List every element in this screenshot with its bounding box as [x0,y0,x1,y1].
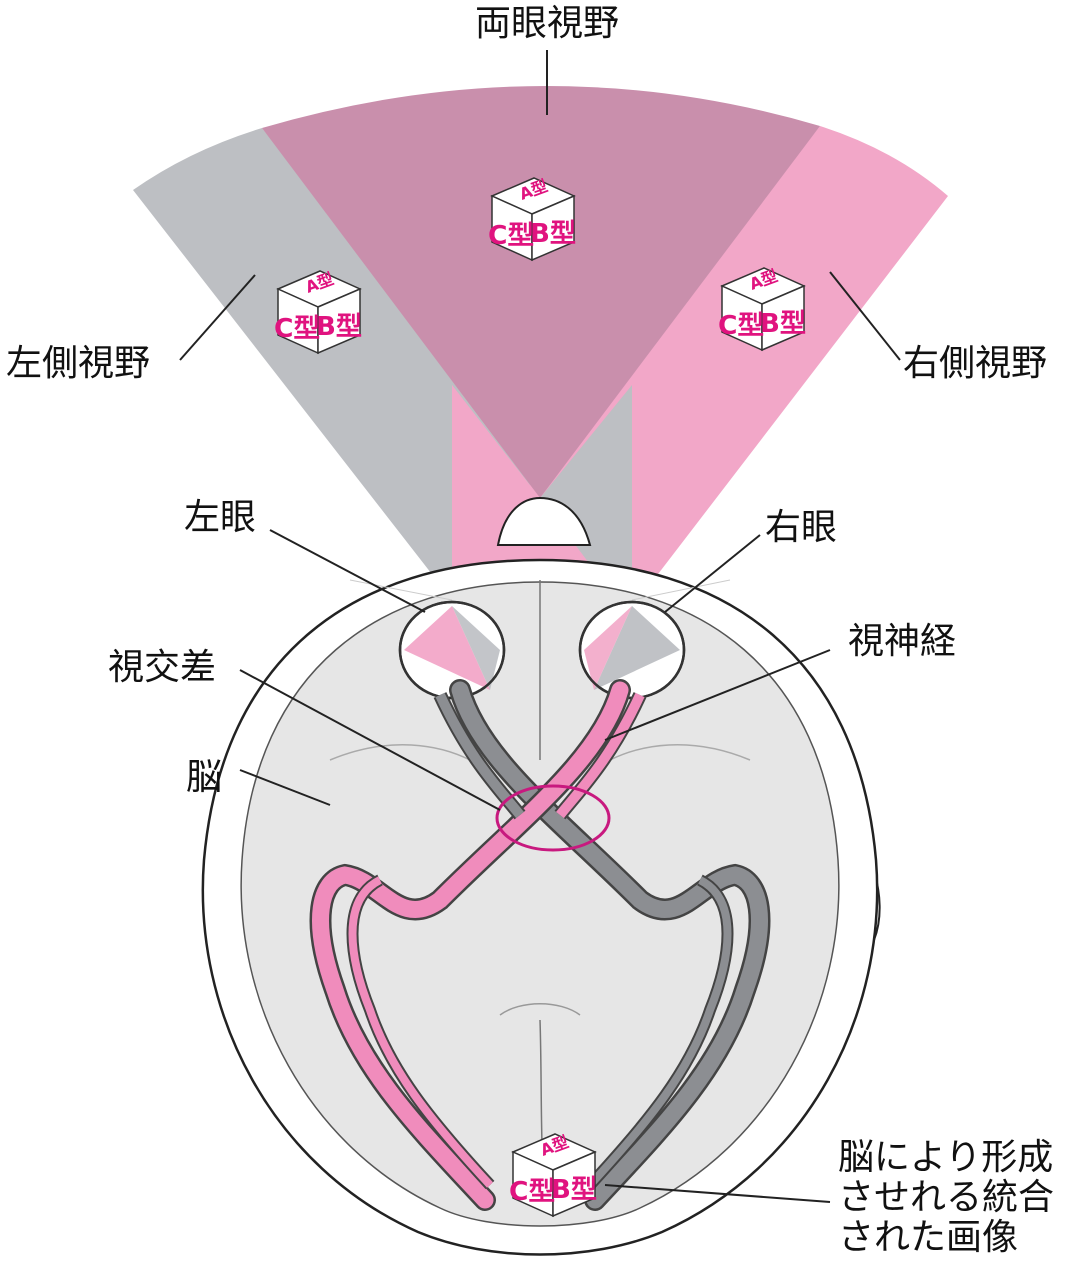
integrated-image-label: 脳により形成 させれる統合 された画像 [838,1137,1055,1258]
occipital-folds [499,1003,581,1016]
optic-chiasm-label: 視交差 [108,647,217,688]
right-eye-leader [664,534,761,613]
right-field-leader [829,271,901,361]
brain-leader [239,769,331,806]
left-eye-pink-beam [452,385,540,615]
wedge-ghost-lines [349,579,731,601]
nose [496,496,592,546]
integrated-image-leader [604,1184,831,1203]
left-eye [398,600,506,700]
binocular-visual-field [262,85,820,499]
right-eye [578,600,686,700]
visual-fields [133,85,948,615]
right-field-label: 右側視野 [903,343,1048,384]
temporal-fold-left [329,744,471,761]
left-field-label: 左側視野 [6,343,151,384]
right-eye-label: 右眼 [765,507,838,548]
nerve-pathways [309,679,771,1211]
left-field-leader [179,274,256,361]
binocular-field-label: 両眼視野 [475,3,620,44]
leader-lines [179,50,901,1203]
brain-label: 脳 [186,757,223,798]
left-eye-label: 左眼 [184,497,257,538]
left-eye-leader [269,529,426,613]
right-eye-gray-beam [540,385,632,615]
optic-chiasm-ring [495,784,611,852]
chiasm-leader [239,669,501,811]
optic-nerve-label: 視神経 [848,621,957,662]
optic-nerve-leader [604,649,831,741]
temporal-fold-right [609,744,751,761]
